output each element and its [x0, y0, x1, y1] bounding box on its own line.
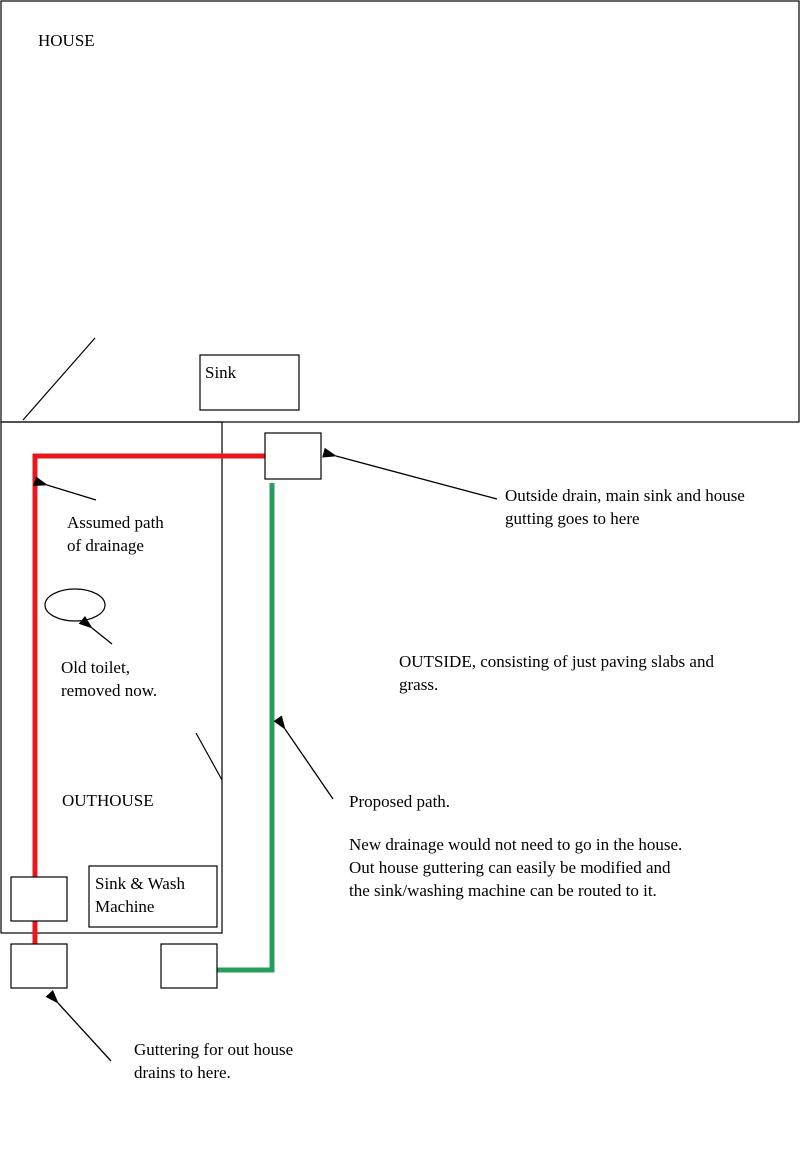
- assumed-drainage-path: [32, 453, 266, 945]
- house-door-line: [22, 337, 96, 421]
- arrow-proposed-path: [273, 715, 334, 800]
- old-toilet-note: Old toilet, removed now.: [61, 658, 158, 700]
- gutter-drain-box-right: [160, 943, 218, 989]
- sink-wash-machine-box: [88, 865, 218, 928]
- outhouse-outline: [0, 421, 223, 934]
- sink-label: Sink: [205, 363, 237, 382]
- gutter-drain-box-left: [10, 943, 68, 989]
- arrow-guttering: [45, 990, 112, 1062]
- outside-area-note: OUTSIDE, consisting of just paving slabs…: [399, 652, 714, 694]
- old-toilet-ellipse: [44, 588, 106, 622]
- house-label: HOUSE: [38, 31, 95, 50]
- house-sink-box: [199, 354, 300, 411]
- house-outline: [0, 0, 800, 423]
- outhouse-sink-drain-box: [10, 876, 68, 922]
- proposed-drainage-path: [217, 483, 275, 973]
- arrow-outside-drain: [322, 447, 498, 500]
- proposed-path-title: Proposed path.: [349, 792, 451, 811]
- guttering-note: Guttering for out house drains to here.: [134, 1040, 294, 1082]
- outside-drain-note: Outside drain, main sink and house gutti…: [505, 486, 745, 528]
- outhouse-door-line: [195, 732, 223, 781]
- arrow-old-toilet: [78, 615, 113, 645]
- arrow-assumed-path: [33, 476, 97, 501]
- proposed-path-description: New drainage would not need to go in the…: [349, 835, 683, 900]
- assumed-path-note: Assumed path of drainage: [67, 513, 164, 555]
- outside-drain-box: [264, 432, 322, 480]
- sink-wash-machine-label: Sink & Wash Machine: [95, 874, 185, 916]
- outhouse-label: OUTHOUSE: [62, 791, 154, 810]
